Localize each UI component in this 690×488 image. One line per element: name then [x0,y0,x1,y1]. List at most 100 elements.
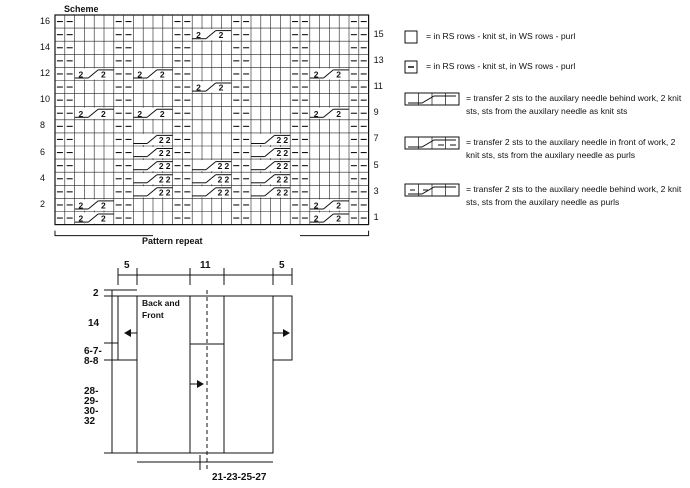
cable-number: 2 [159,161,164,171]
dash-square-icon [404,60,418,74]
cable-line [264,187,275,197]
width-left-label: 5 [124,260,130,271]
legend-text: = transfer 2 sts to the auxilary needle … [466,137,676,160]
cable-number: 2 [219,83,224,93]
cable-number: 2 [225,174,230,184]
cable-line [88,200,99,210]
legend-text: = in RS rows - knit st, in WS rows - pur… [426,31,576,41]
row-number-left: 10 [40,94,51,105]
cable-line [146,69,158,79]
cable-back-purl-icon [404,183,460,197]
cable-line [264,135,275,144]
cable-number: 2 [159,148,164,158]
arrow-center-icon [197,380,204,388]
cable-symbol-bg [193,160,231,172]
row-number-right: 13 [373,54,384,65]
cable-number: 2 [79,201,84,211]
legend-text: = in RS rows - knit st, in WS rows - pur… [426,61,576,71]
cable-line [264,174,275,184]
cable-symbol-bg [75,212,113,224]
cable-number: 2 [283,161,288,171]
cable-symbol-bg [134,186,172,198]
cable-symbol-bg [134,160,172,172]
cable-number: 2 [336,214,341,224]
cable-line [146,135,158,144]
cable-number: 2 [218,174,223,184]
row-number-right: 9 [373,107,379,118]
cable-symbol-bg [193,81,231,93]
cable-symbol-bg [252,147,290,159]
cable-symbol-bg [134,147,172,159]
cable-line [205,30,217,40]
legend-text: = transfer 2 sts to the auxilary needle … [466,93,682,116]
cable-line [323,108,334,118]
row-number-right: 5 [373,159,379,170]
cable-number: 2 [336,201,341,211]
cable-number: 2 [314,214,319,224]
cable-number: 2 [336,70,341,80]
cable-number: 2 [314,70,319,80]
cable-number: 2 [336,109,341,119]
cable-number: 2 [160,70,165,80]
cable-line [146,187,158,197]
piece-label-line2: Front [142,310,164,320]
cable-number: 2 [79,70,84,80]
cable-number: 2 [283,135,288,145]
cable-symbol-bg [134,173,172,185]
armhole-label: 6-7- [84,346,102,357]
sleeve-depth-label: 14 [88,318,100,329]
arrow-right-icon [283,329,290,337]
cable-symbol-bg [252,173,290,185]
cable-symbol-bg [310,199,348,211]
cable-number: 2 [283,187,288,197]
shoulder-label: 2 [93,288,99,299]
cable-line [205,82,217,92]
body-length-label-1: 28- [84,386,99,397]
cable-symbol-bg [193,29,231,41]
cable-number: 2 [218,161,223,171]
cable-symbol-bg [252,133,290,145]
repeat-bracket-right [300,230,370,237]
cable-line [88,213,99,223]
cable-line [205,174,217,184]
cable-symbol-bg [75,107,113,119]
pattern-repeat-label: Pattern repeat [142,236,203,246]
cable-line [146,174,158,184]
cable-line [146,148,158,157]
cable-line [88,108,99,118]
cable-number: 2 [166,187,171,197]
cable-line [323,200,334,210]
cable-number: 2 [160,109,165,119]
cable-line [88,69,99,79]
body-length-label-3: 30- [84,406,99,417]
piece-label-line1: Back and [142,298,180,308]
armhole-label-2: 8-8 [84,356,99,367]
cable-number: 2 [137,109,142,119]
cable-number: 2 [79,109,84,119]
cable-line [205,187,217,197]
cable-number: 2 [196,30,201,40]
legend-text: = transfer 2 sts to the auxilary needle … [466,184,682,207]
cable-symbol-bg [193,173,231,185]
arrow-left-icon [124,329,131,337]
cable-number: 2 [166,135,171,145]
cable-symbol-bg [134,133,172,145]
cable-symbol-bg [193,186,231,198]
cable-number: 2 [101,70,106,80]
row-number-left: 16 [40,15,51,26]
repeat-bracket-left [54,230,153,237]
cable-symbol-bg [75,199,113,211]
cable-symbol-bg [134,68,172,80]
cable-symbol-bg [252,186,290,198]
row-number-right: 15 [373,28,384,39]
cable-number: 2 [276,135,281,145]
cable-symbol-bg [310,212,348,224]
cable-number: 2 [276,174,281,184]
cable-line [264,161,275,171]
bottom-width-label: 21-23-25-27 [212,472,267,483]
cable-symbol-bg [252,160,290,172]
cable-number: 2 [166,174,171,184]
row-number-left: 8 [40,120,46,131]
chart-title: Scheme [64,4,99,14]
